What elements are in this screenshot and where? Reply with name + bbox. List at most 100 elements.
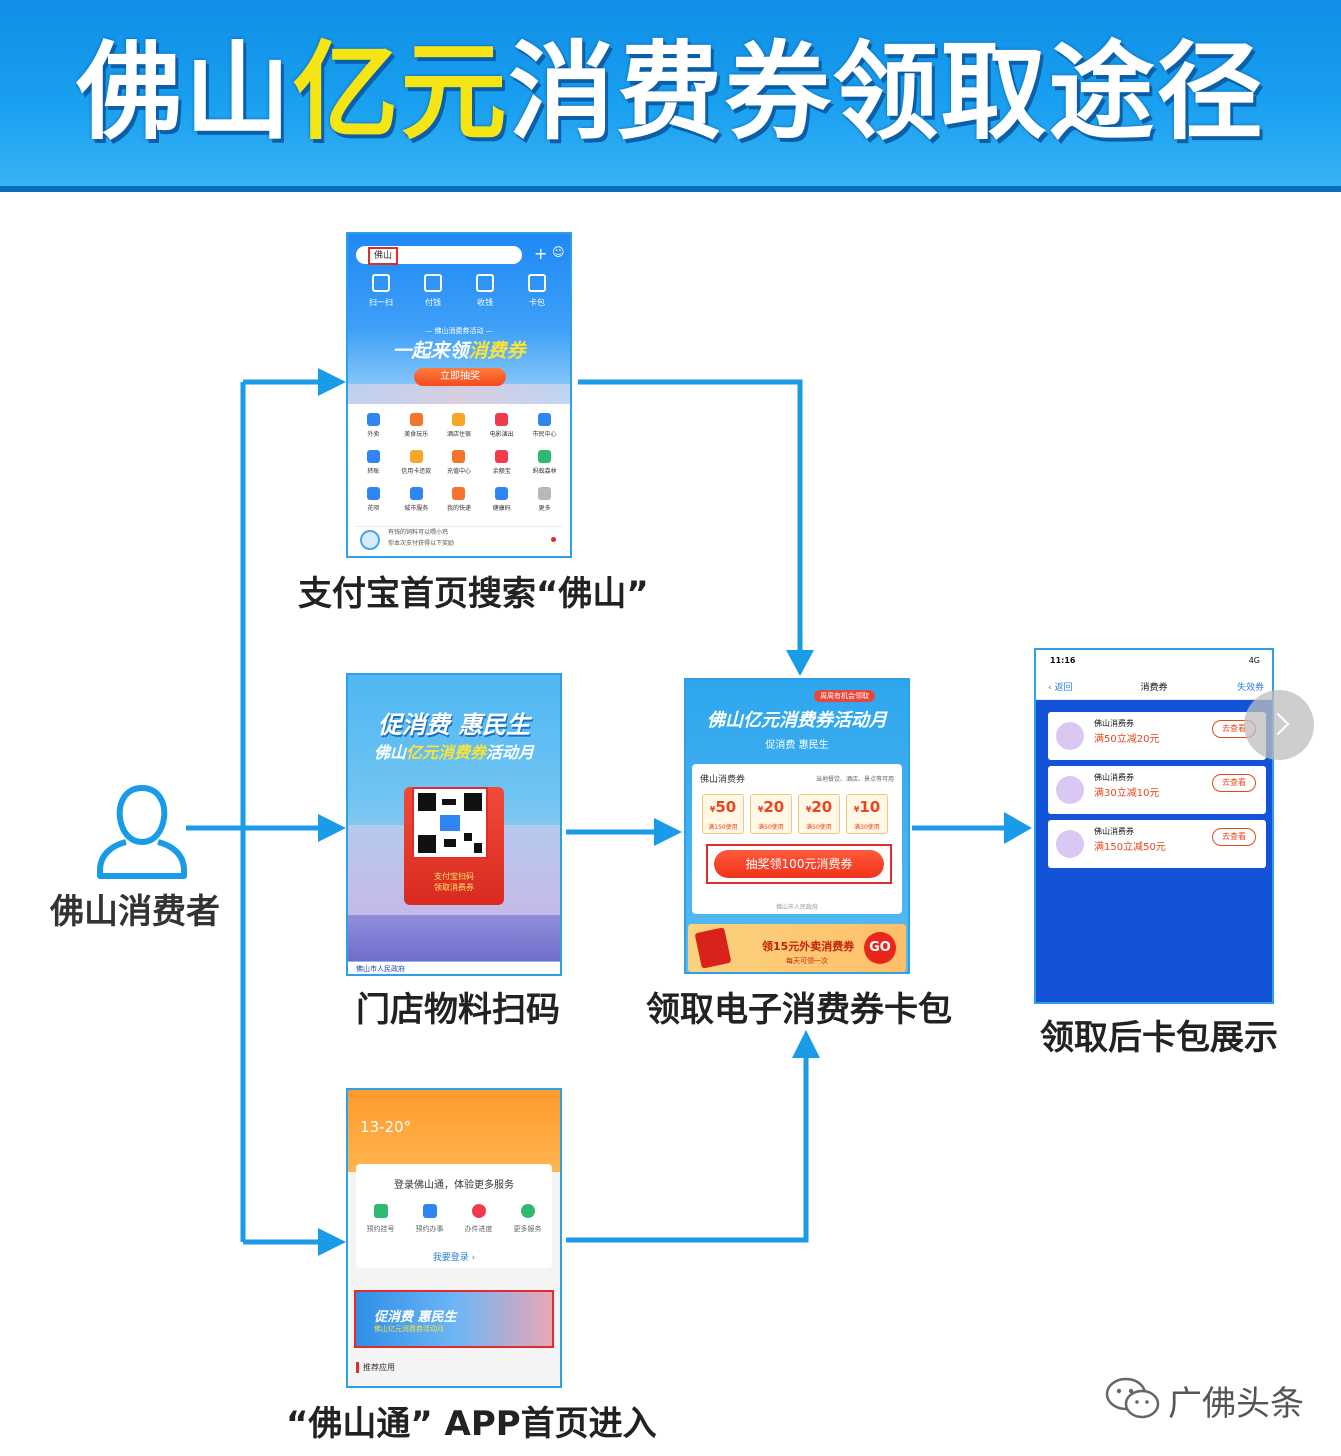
grid-item[interactable]: 蚂蚁森林 (523, 447, 566, 484)
alipay-search-text: 佛山 (368, 247, 399, 265)
app-icon (538, 413, 552, 426)
grid-item[interactable]: 花呗 (352, 484, 395, 521)
grid-item[interactable]: 电影演出 (480, 410, 523, 447)
arrowhead-wallet (1004, 812, 1032, 844)
person-icon (97, 785, 187, 879)
app-icon (452, 487, 466, 500)
view-button[interactable]: 去查看 (1212, 774, 1256, 792)
arrowhead-activity-bottom (792, 1030, 820, 1058)
arrowhead-activity-top (786, 650, 814, 676)
app-icon (409, 487, 423, 500)
grid-item[interactable]: 充值中心 (438, 447, 481, 484)
activity-title: 佛山亿元消费券活动月 (707, 710, 887, 731)
grid-item[interactable]: 余额宝 (480, 447, 523, 484)
arrowhead-foshantong (318, 1228, 346, 1256)
weather-temp: 13-20° (360, 1118, 412, 1136)
app-icon (495, 413, 509, 426)
red-envelope-icon (694, 927, 732, 969)
header-stripe (0, 186, 1341, 192)
quick-action-cards[interactable]: 卡包 (514, 274, 560, 308)
alipay-home-screenshot: 佛山 ☺ + 扫一扫 付钱 收钱 卡包 — 佛山消费券活动 — 一起来领消费券 … (346, 232, 572, 558)
card-icon (528, 274, 546, 292)
quick-action-scan[interactable]: 扫一扫 (358, 274, 404, 308)
title-part1: 佛山 (76, 31, 293, 154)
app-icon (495, 487, 509, 500)
activity-caption: 领取电子消费券卡包 (646, 990, 952, 1030)
grid-item[interactable]: 市民中心 (523, 410, 566, 447)
foshantong-header: 13-20° (348, 1090, 560, 1172)
watermark-text: 广佛头条 (1168, 1384, 1304, 1424)
yuan-icon (476, 274, 494, 292)
grid-item[interactable]: 健康码 (480, 484, 523, 521)
barcode-icon (424, 274, 442, 292)
wallet-coupon-item[interactable]: 佛山消费券 满50立减20元 去查看 (1048, 712, 1266, 760)
scan-icon (372, 274, 390, 292)
quick-action-collect[interactable]: 收钱 (462, 274, 508, 308)
wallet-caption: 领取后卡包展示 (1040, 1018, 1278, 1058)
service-appointment-affairs[interactable]: 预约办事 (405, 1204, 454, 1234)
status-time: 11:16 (1050, 656, 1076, 665)
go-button[interactable]: GO (864, 932, 896, 964)
service-appointment-register[interactable]: 预约挂号 (356, 1204, 405, 1234)
alipay-notice[interactable]: 有钱的饲料可以喂小鸡 你本次支付获得以下奖励 (354, 526, 564, 552)
app-icon (495, 450, 509, 463)
alipay-banner-subtitle: — 佛山消费券活动 — (425, 327, 493, 335)
expired-coupons-link[interactable]: 失效券 (1236, 683, 1264, 693)
title-part2: 消费券领取途径 (508, 31, 1265, 154)
grid-item[interactable]: 城市服务 (395, 484, 438, 521)
foshantong-home-screenshot: 13-20° 登录佛山通，体验更多服务 预约挂号 预约办事 办件进度 更多服务 … (346, 1088, 562, 1388)
plus-icon[interactable]: + (534, 244, 548, 263)
notice-icon (360, 530, 380, 550)
grid-item[interactable]: 更多 (523, 484, 566, 521)
back-button[interactable]: ‹ 返回 (1048, 683, 1073, 693)
takeaway-coupon-ad[interactable]: 领15元外卖消费券 每天可领一次 GO (688, 924, 906, 972)
service-progress[interactable]: 办件进度 (454, 1204, 503, 1234)
wallet-nav-title: 消费券 (1140, 683, 1168, 693)
qr-code[interactable] (412, 787, 488, 859)
panel-scope: 当地餐饮、酒店、景点等可用 (815, 776, 894, 783)
coupon-logo-icon (1056, 776, 1084, 804)
coupon-logo-icon (1056, 830, 1084, 858)
contacts-icon[interactable]: ☺ (552, 245, 565, 259)
lottery-button[interactable]: 立即抽奖 (414, 368, 506, 386)
watermark: 广佛头条 (1104, 1372, 1304, 1424)
alipay-caption: 支付宝首页搜索“佛山” (298, 574, 649, 614)
activity-organizer: 佛山市人民政府 (775, 904, 818, 911)
view-button[interactable]: 去查看 (1212, 828, 1256, 846)
chevron-right-icon[interactable] (1244, 690, 1314, 760)
arrowhead-activity-left (654, 818, 682, 846)
login-link[interactable]: 我要登录 › (432, 1253, 476, 1263)
app-icon (452, 450, 466, 463)
grid-item[interactable]: 酒店住宿 (438, 410, 481, 447)
unread-dot (551, 537, 556, 542)
signal-indicator: 4G (1248, 656, 1260, 665)
activity-subtitle: 促消费 惠民生 (765, 740, 829, 751)
grid-item[interactable]: 外卖 (352, 410, 395, 447)
page-title: 佛山亿元消费券领取途径 (0, 28, 1341, 158)
consumption-campaign-banner[interactable]: 促消费 惠民生 佛山亿元消费券活动月 (354, 1290, 554, 1348)
wallet-coupon-item[interactable]: 佛山消费券 满150立减50元 去查看 (1048, 820, 1266, 868)
city-skyline-graphic (348, 384, 570, 404)
title-highlight: 亿元 (292, 31, 509, 154)
grid-item[interactable]: 转账 (352, 447, 395, 484)
grid-item[interactable]: 信用卡还款 (395, 447, 438, 484)
coupon-activity-screenshot: 周周有机会领取 佛山亿元消费券活动月 促消费 惠民生 佛山消费券 当地餐饮、酒店… (684, 678, 910, 974)
draw-coupon-button[interactable]: 抽奖领100元消费券 (714, 850, 884, 878)
app-icon (538, 450, 552, 463)
coupon-logo-icon (1056, 722, 1084, 750)
alipay-search-bar[interactable]: 佛山 (356, 246, 522, 265)
grid-item[interactable]: 我的快递 (438, 484, 481, 521)
wallet-coupon-item[interactable]: 佛山消费券 满30立减10元 去查看 (1048, 766, 1266, 814)
service-more[interactable]: 更多服务 (503, 1204, 552, 1234)
compass-icon (520, 1204, 535, 1218)
grid-item[interactable]: 美食玩乐 (395, 410, 438, 447)
quick-action-pay[interactable]: 付钱 (410, 274, 456, 308)
store-poster-screenshot: 促消费 惠民生 佛山亿元消费券活动月 支付宝扫码领取消费券 佛山市人民政府 (346, 673, 562, 976)
app-icon (366, 413, 380, 426)
app-icon (409, 413, 423, 426)
app-icon (538, 487, 552, 500)
